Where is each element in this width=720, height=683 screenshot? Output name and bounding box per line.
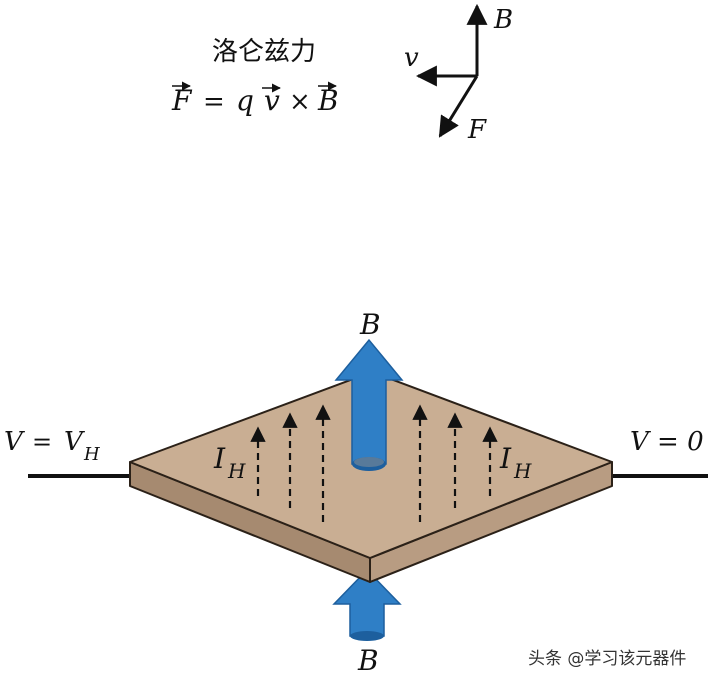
svg-text:I: I bbox=[213, 442, 226, 475]
svg-text:H: H bbox=[513, 459, 532, 483]
formula-equals: = bbox=[203, 87, 225, 117]
svg-text:V: V bbox=[64, 427, 85, 457]
v-vector-label: v bbox=[404, 43, 419, 73]
f-vector-arrow bbox=[438, 75, 479, 138]
svg-text:H: H bbox=[83, 444, 100, 465]
title-lorentz-force: 洛仑兹力 bbox=[212, 37, 316, 67]
formula-b: B bbox=[317, 84, 339, 117]
formula-q: q bbox=[236, 84, 254, 117]
watermark: 头条 @学习该元器件 bbox=[528, 649, 686, 669]
formula-f: F bbox=[171, 84, 193, 117]
svg-text:V: V bbox=[4, 427, 25, 457]
f-vector-label: F bbox=[467, 115, 487, 145]
b-field-arrow-top bbox=[334, 338, 404, 471]
field-label-bottom: B bbox=[357, 644, 379, 677]
svg-text:H: H bbox=[227, 459, 246, 483]
b-field-arrow-bottom bbox=[332, 568, 402, 641]
formula-times: × bbox=[289, 87, 311, 117]
formula: F = q v × B bbox=[171, 81, 339, 117]
current-label-right: I H bbox=[499, 442, 532, 483]
hall-current-arrows bbox=[250, 404, 498, 522]
svg-text:I: I bbox=[499, 442, 512, 475]
svg-text:=: = bbox=[32, 428, 52, 456]
vector-diagram: B v F bbox=[404, 3, 513, 145]
left-voltage-label: V = V H bbox=[4, 427, 100, 465]
field-label-top: B bbox=[359, 308, 381, 341]
right-voltage-label: V = 0 bbox=[630, 427, 704, 457]
formula-v: v bbox=[264, 84, 280, 117]
current-label-left: I H bbox=[213, 442, 246, 483]
b-vector-label: B bbox=[493, 5, 513, 35]
